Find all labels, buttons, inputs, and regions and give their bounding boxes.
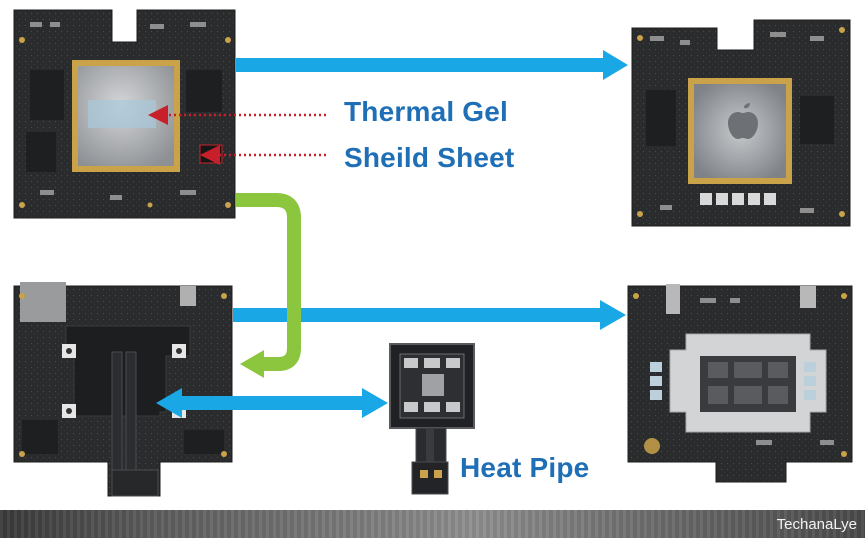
label-thermal-gel: Thermal Gel: [344, 96, 509, 127]
arrow-middle-right: [233, 300, 626, 330]
memory-packages: [700, 193, 776, 205]
board-top-right: [631, 19, 851, 227]
apple-logo-icon: [728, 103, 758, 139]
board-bottom-left: [13, 282, 233, 497]
board-top-left: [13, 9, 236, 219]
label-shield-sheet: Sheild Sheet: [344, 142, 515, 173]
watermark: TechanaLye: [776, 516, 857, 533]
board-bottom-right: [627, 284, 853, 483]
label-heat-pipe: Heat Pipe: [460, 452, 590, 483]
thermal-gel-patch: [88, 100, 156, 128]
footer-band: [0, 510, 865, 538]
arrow-green-down: [236, 193, 301, 378]
arrow-top-right: [236, 50, 628, 80]
arrow-double-heat-pipe: [156, 388, 388, 418]
heat-pipe-module: [389, 343, 475, 495]
